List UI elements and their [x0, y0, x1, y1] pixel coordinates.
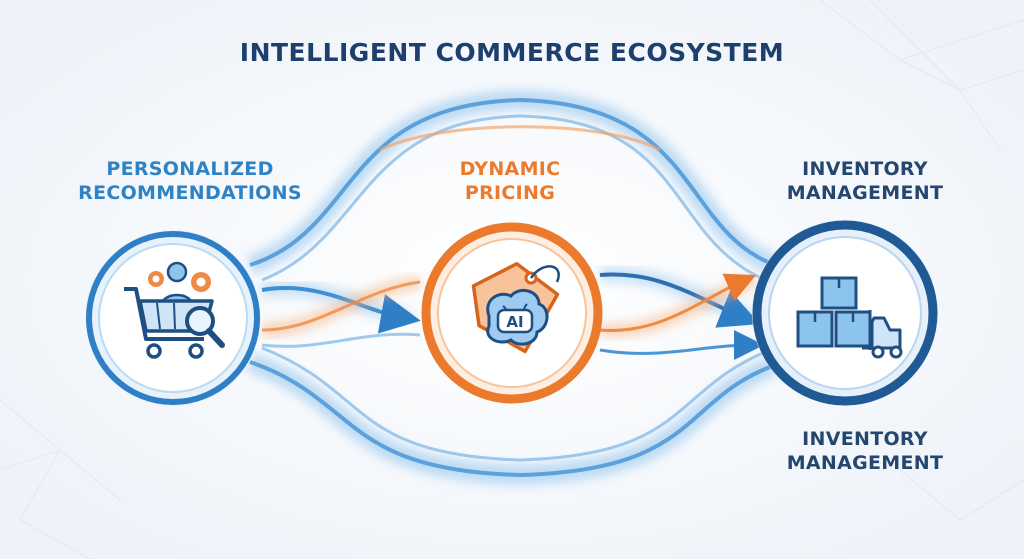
inventory-management-label-bottom: INVENTORY MANAGEMENT	[755, 427, 975, 475]
personalized-recommendations-label: PERSONALIZED RECOMMENDATIONS	[40, 157, 340, 205]
personalized-label-line1: PERSONALIZED	[106, 158, 274, 180]
inventory-management-node	[750, 218, 940, 408]
bottom-arc-flow	[246, 346, 779, 486]
dynamic-pricing-node: AI	[419, 220, 605, 406]
top-arc-flow	[246, 89, 779, 284]
inventory-bottom-line2: MANAGEMENT	[786, 452, 944, 474]
inventory-top-line2: MANAGEMENT	[786, 182, 944, 204]
middle-flow-left	[260, 275, 422, 348]
page-title: INTELLIGENT COMMERCE ECOSYSTEM	[239, 38, 785, 67]
ai-badge-text: AI	[506, 313, 523, 331]
pricing-label-line2: PRICING	[464, 182, 556, 204]
ai-price-tag-icon: AI	[421, 222, 603, 404]
personalized-label-line2: RECOMMENDATIONS	[78, 182, 302, 204]
pricing-label-line1: DYNAMIC	[459, 158, 561, 180]
personalized-recommendations-node	[82, 227, 264, 409]
shopping-cart-user-icon	[85, 230, 261, 406]
middle-flow-right	[599, 266, 764, 361]
dynamic-pricing-label: DYNAMIC PRICING	[410, 157, 610, 205]
inventory-bottom-line1: INVENTORY	[802, 428, 928, 450]
boxes-forklift-icon	[752, 220, 938, 406]
inventory-management-label-top: INVENTORY MANAGEMENT	[755, 157, 975, 205]
inventory-top-line1: INVENTORY	[802, 158, 928, 180]
